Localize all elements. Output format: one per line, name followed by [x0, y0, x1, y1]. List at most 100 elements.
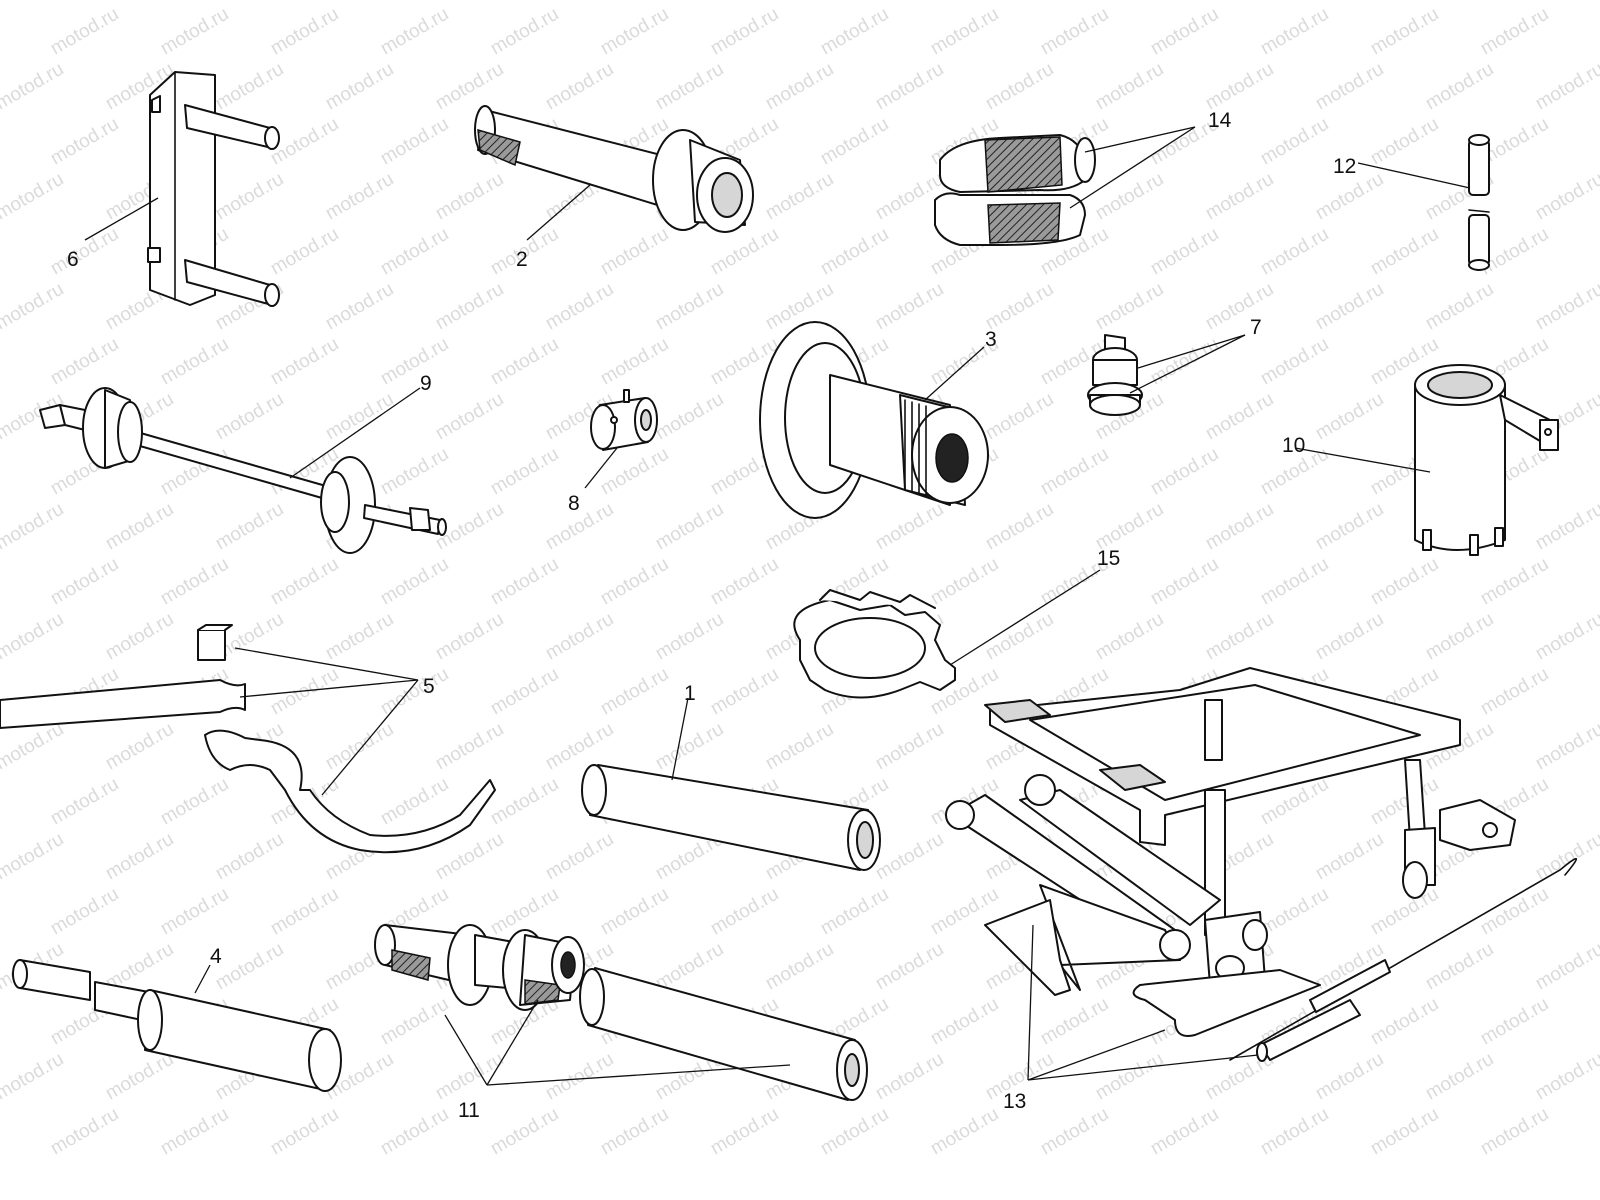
watermark-text: motod.ru: [487, 334, 562, 390]
watermark-text: motod.ru: [212, 499, 287, 555]
watermark-text: motod.ru: [542, 829, 617, 885]
callout-13: 13: [1003, 1090, 1026, 1113]
watermark-text: motod.ru: [1147, 444, 1222, 500]
watermark-text: motod.ru: [1532, 939, 1600, 995]
watermark-text: motod.ru: [432, 719, 507, 775]
watermark-text: motod.ru: [487, 664, 562, 720]
callout-1: 1: [684, 682, 696, 705]
tool-3-flanged-tube: [759, 321, 989, 519]
watermark-text: motod.ru: [1092, 59, 1167, 115]
watermark-text: motod.ru: [762, 59, 837, 115]
callout-11: 11: [458, 1099, 480, 1122]
watermark-text: motod.ru: [1312, 829, 1387, 885]
tool-1-tube: [581, 764, 881, 871]
callout-5: 5: [423, 675, 435, 698]
tool-4-drift: [12, 959, 342, 1092]
watermark-text: motod.ru: [0, 1049, 67, 1105]
watermark-text: motod.ru: [707, 664, 782, 720]
watermark-text: motod.ru: [1312, 59, 1387, 115]
watermark-text: motod.ru: [597, 224, 672, 280]
watermark-text: motod.ru: [377, 444, 452, 500]
watermark-text: motod.ru: [1147, 224, 1222, 280]
watermark-text: motod.ru: [487, 444, 562, 500]
tool-14-split-collets: [934, 134, 1096, 246]
watermark-text: motod.ru: [1532, 719, 1600, 775]
watermark-text: motod.ru: [817, 884, 892, 940]
watermark-text: motod.ru: [707, 4, 782, 60]
watermark-text: motod.ru: [1147, 1104, 1222, 1160]
watermark-text: motod.ru: [102, 499, 177, 555]
watermark-text: motod.ru: [1532, 499, 1600, 555]
watermark-text: motod.ru: [1532, 829, 1600, 885]
watermark-text: motod.ru: [927, 994, 1002, 1050]
watermark-text: motod.ru: [267, 884, 342, 940]
watermark-text: motod.ru: [47, 334, 122, 390]
watermark-text: motod.ru: [1257, 4, 1332, 60]
tool-12-pin: [1468, 134, 1490, 271]
watermark-text: motod.ru: [1532, 59, 1600, 115]
watermark-text: motod.ru: [322, 279, 397, 335]
watermark-text: motod.ru: [872, 499, 947, 555]
watermark-text: motod.ru: [212, 829, 287, 885]
watermark-text: motod.ru: [102, 1049, 177, 1105]
watermark-text: motod.ru: [542, 279, 617, 335]
watermark-text: motod.ru: [157, 4, 232, 60]
watermark-text: motod.ru: [597, 1104, 672, 1160]
callout-labels: 6 2 14 12 7 3 9 8 10 15 5 1 4 11 13: [67, 109, 1356, 1122]
watermark-text: motod.ru: [982, 389, 1057, 445]
watermark-text: motod.ru: [0, 609, 67, 665]
watermark-text: motod.ru: [927, 1104, 1002, 1160]
watermark-text: motod.ru: [1532, 609, 1600, 665]
callout-8: 8: [568, 492, 580, 515]
callout-6: 6: [67, 248, 79, 271]
watermark-text: motod.ru: [432, 169, 507, 225]
watermark-text: motod.ru: [1092, 279, 1167, 335]
tool-7-spindle: [1087, 334, 1143, 416]
watermark-text: motod.ru: [927, 554, 1002, 610]
watermark-text: motod.ru: [0, 169, 67, 225]
watermark-text: motod.ru: [1532, 169, 1600, 225]
watermark-text: motod.ru: [817, 4, 892, 60]
callout-3: 3: [985, 328, 997, 351]
watermark-text: motod.ru: [1257, 224, 1332, 280]
watermark-text: motod.ru: [597, 444, 672, 500]
watermark-text: motod.ru: [982, 59, 1057, 115]
watermark-text: motod.ru: [542, 499, 617, 555]
callout-12: 12: [1333, 155, 1356, 178]
watermark-text: motod.ru: [212, 939, 287, 995]
watermark-text: motod.ru: [1477, 1104, 1552, 1160]
watermark-text: motod.ru: [487, 4, 562, 60]
watermark-text: motod.ru: [1257, 114, 1332, 170]
watermark-text: motod.ru: [322, 609, 397, 665]
watermark-text: motod.ru: [872, 279, 947, 335]
tool-5-c-spanner: [0, 624, 496, 854]
watermark-text: motod.ru: [652, 499, 727, 555]
watermark-text: motod.ru: [377, 334, 452, 390]
watermark-text: motod.ru: [597, 884, 672, 940]
watermark-text: motod.ru: [597, 334, 672, 390]
watermark-text: motod.ru: [322, 389, 397, 445]
watermark-text: motod.ru: [377, 224, 452, 280]
watermark-text: motod.ru: [1037, 4, 1112, 60]
watermark-text: motod.ru: [872, 59, 947, 115]
watermark-text: motod.ru: [1477, 994, 1552, 1050]
watermark-text: motod.ru: [1422, 59, 1497, 115]
watermark-text: motod.ru: [157, 554, 232, 610]
watermark-text: motod.ru: [597, 554, 672, 610]
watermark-text: motod.ru: [1367, 554, 1442, 610]
watermark-text: motod.ru: [982, 609, 1057, 665]
watermark-text: motod.ru: [1202, 59, 1277, 115]
watermark-text: motod.ru: [212, 389, 287, 445]
watermark-text: motod.ru: [1202, 499, 1277, 555]
watermark-text: motod.ru: [927, 4, 1002, 60]
watermark-text: motod.ru: [322, 719, 397, 775]
watermark-text: motod.ru: [652, 389, 727, 445]
watermark-text: motod.ru: [1092, 1049, 1167, 1105]
watermark-text: motod.ru: [267, 664, 342, 720]
watermark-text: motod.ru: [1202, 279, 1277, 335]
watermark-text: motod.ru: [1312, 279, 1387, 335]
watermark-text: motod.ru: [1037, 994, 1112, 1050]
watermark-text: motod.ru: [157, 334, 232, 390]
watermark-text: motod.ru: [1422, 609, 1497, 665]
